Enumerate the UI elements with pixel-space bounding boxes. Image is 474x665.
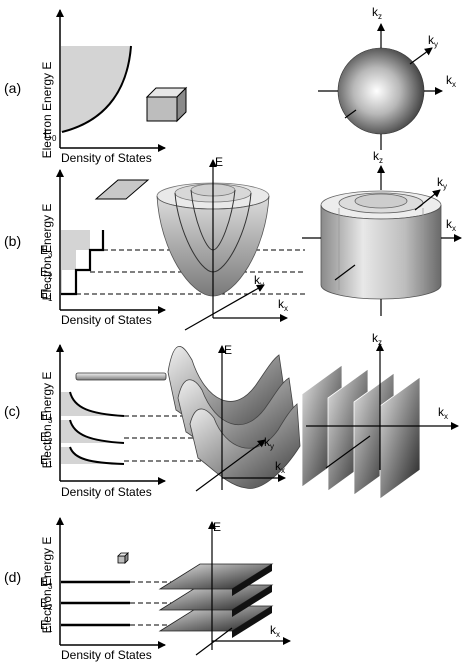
panel-c-dos-curve-e2 bbox=[69, 419, 125, 444]
panel-b-e-label: E bbox=[215, 155, 223, 169]
panel-a-dos-label: Density of States bbox=[61, 151, 152, 165]
panel-a-label: (a) bbox=[4, 80, 21, 96]
panel-b-energy-axis-label: Electron Energy E bbox=[40, 204, 54, 301]
panel-c-kz-label: kz bbox=[372, 331, 382, 347]
panel-a-dos-curve bbox=[61, 45, 132, 133]
panel-c-ky-label: ky bbox=[264, 435, 274, 451]
panel-b-level-e3: E3 bbox=[40, 243, 53, 259]
panel-c-dos-fill-e2 bbox=[61, 420, 124, 443]
panel-a-ky-neg-axis bbox=[344, 109, 357, 119]
panel-a-kx-label: kx bbox=[446, 73, 456, 89]
panel-b-ky-label: ky bbox=[254, 273, 264, 289]
quantum-dot-cube-icon bbox=[117, 552, 129, 564]
panel-b-ky2-neg-axis bbox=[334, 264, 356, 281]
panel-c-dos-curve-e3 bbox=[69, 391, 125, 417]
panel-c-e-label: E bbox=[224, 343, 232, 357]
panel-b-kx2-label: kx bbox=[446, 217, 456, 233]
panel-a-ky-label: ky bbox=[428, 33, 438, 49]
panel-a-kz-label: kz bbox=[372, 5, 382, 21]
panel-c-level-e1: E1 bbox=[40, 453, 53, 469]
panel-a-ky-axis bbox=[409, 47, 433, 65]
panel-c-level-e3: E3 bbox=[40, 409, 53, 425]
panel-c-dos-curve-e1 bbox=[69, 446, 125, 465]
panel-c-energy-axis-label: Electron Energy E bbox=[40, 372, 54, 469]
panel-d-kx-label: kx bbox=[270, 623, 280, 639]
panel-d-level-e1: E1 bbox=[40, 618, 53, 634]
panel-d-ky-axis bbox=[195, 627, 233, 656]
panel-a: (a) Electron Energy E E0 Density of Stat… bbox=[4, 5, 456, 165]
panel-b-dos-fill bbox=[61, 230, 90, 294]
panel-d-level-e2: E2 bbox=[40, 596, 53, 612]
panel-c-kx2-label: kx bbox=[438, 405, 448, 421]
panel-b-kx-label: kx bbox=[278, 297, 288, 313]
panel-b-ky2-axis bbox=[414, 189, 441, 211]
panel-d-dos-label: Density of States bbox=[61, 648, 152, 662]
discrete-level-planes bbox=[158, 563, 274, 638]
fermi-sphere bbox=[337, 47, 425, 135]
panel-c: (c) Electron Energy E E3 E2 E1 Density o… bbox=[4, 331, 459, 500]
panel-c-dos-fill-e1 bbox=[61, 447, 124, 464]
panel-b-kz-label: kz bbox=[373, 149, 383, 165]
nested-cylinders bbox=[320, 190, 442, 300]
panel-c-level-e2: E2 bbox=[40, 430, 53, 446]
panel-c-kx-label: kx bbox=[275, 459, 285, 475]
panel-a-level-e0: E0 bbox=[44, 127, 57, 143]
panel-c-label: (c) bbox=[4, 403, 20, 419]
panel-c-dos-label: Density of States bbox=[61, 485, 152, 499]
bulk-cube-icon bbox=[145, 86, 188, 123]
quantum-wire-rod-icon bbox=[75, 372, 167, 381]
panel-b-dos-label: Density of States bbox=[61, 313, 152, 327]
quantum-well-slab-icon bbox=[94, 179, 150, 200]
panel-c-dos-fill-e3 bbox=[61, 392, 124, 416]
panel-d-level-e3: E3 bbox=[40, 575, 53, 591]
panel-b-ky2-label: ky bbox=[437, 175, 447, 191]
panel-a-dos-fill bbox=[61, 46, 131, 132]
panel-d-e-label: E bbox=[213, 520, 221, 534]
panel-b-level-e2: E2 bbox=[40, 265, 53, 281]
panel-c-ky-axis bbox=[195, 439, 266, 492]
panel-d-label: (d) bbox=[4, 569, 21, 585]
k-space-planes bbox=[301, 364, 421, 500]
panel-d: (d) Electron Energy E E3 E2 E1 Density o… bbox=[4, 517, 291, 662]
panel-d-energy-axis-label: Electron Energy E bbox=[40, 537, 54, 634]
panel-b: (b) Electron Energy E E3 E2 E1 Density o… bbox=[4, 149, 462, 331]
panel-b-label: (b) bbox=[4, 233, 21, 249]
panel-a-energy-axis-label: Electron Energy E bbox=[40, 62, 54, 159]
panel-b-ky-axis bbox=[184, 284, 265, 331]
panel-c-ky2-axis bbox=[325, 435, 371, 469]
panel-b-level-e1: E1 bbox=[40, 287, 53, 303]
